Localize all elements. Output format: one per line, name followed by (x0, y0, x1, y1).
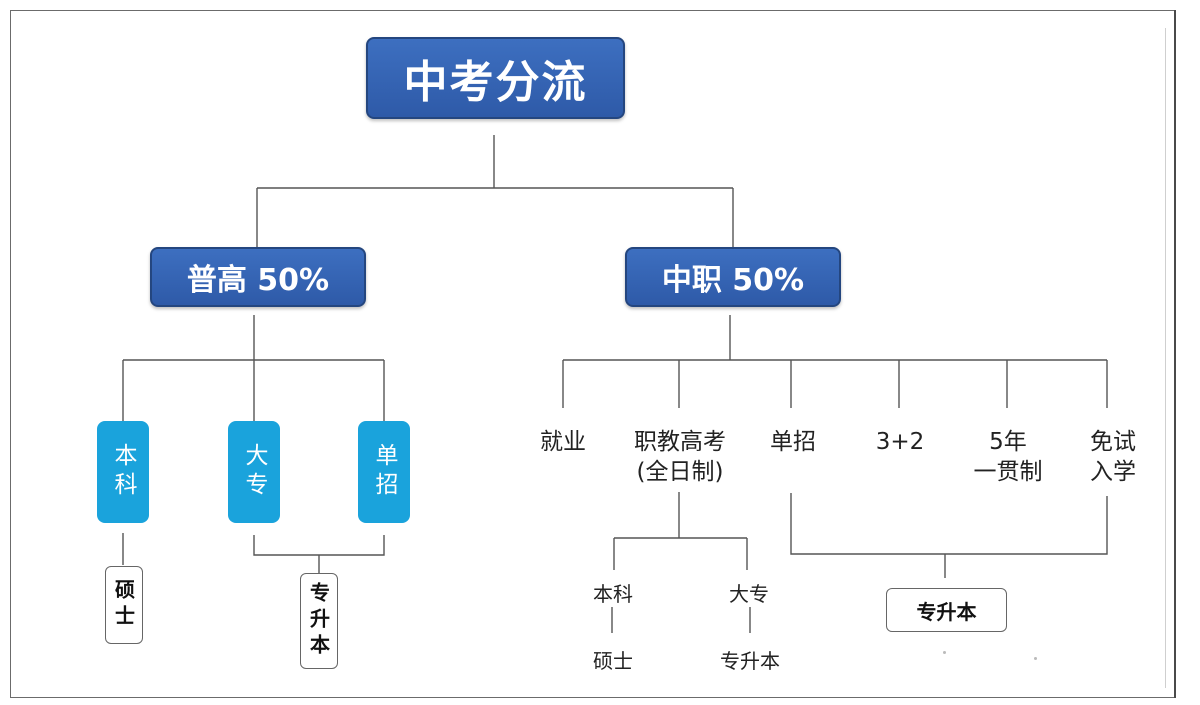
employment-label: 就业 (540, 429, 586, 455)
vocational-school-node: 中职 50% (625, 247, 841, 307)
vocational-exam-label: 职教高考 (全日制) (634, 429, 726, 485)
bachelor-node: 本科 (97, 421, 149, 523)
general-high-school-node: 普高 50% (150, 247, 366, 307)
exam-free-admission-label: 免试 入学 (1090, 429, 1136, 485)
speck (943, 651, 946, 654)
frame-border (1165, 28, 1166, 688)
upgrade-node: 专升本 (886, 588, 1007, 632)
upgrade-label: 专升本 (720, 649, 780, 673)
speck (1034, 657, 1037, 660)
frame-border (1174, 10, 1176, 698)
frame-border (10, 10, 11, 698)
five-year-program-label: 5年 一贯制 (973, 429, 1043, 485)
associate-label: 大专 (729, 582, 769, 606)
connector (790, 493, 1108, 555)
master-node: 硕士 (105, 566, 143, 644)
root-node: 中考分流 (366, 37, 625, 119)
master-label: 硕士 (593, 649, 633, 673)
bachelor-label: 本科 (593, 582, 633, 606)
frame-border (10, 10, 1175, 11)
three-plus-two-label: 3+2 (875, 429, 925, 455)
frame-border (10, 697, 1175, 698)
associate-node: 大专 (228, 421, 280, 523)
single-admission-node: 单招 (358, 421, 410, 523)
upgrade-node: 专升本 (300, 573, 338, 669)
connector (253, 535, 385, 556)
single-admission-label: 单招 (770, 429, 816, 455)
